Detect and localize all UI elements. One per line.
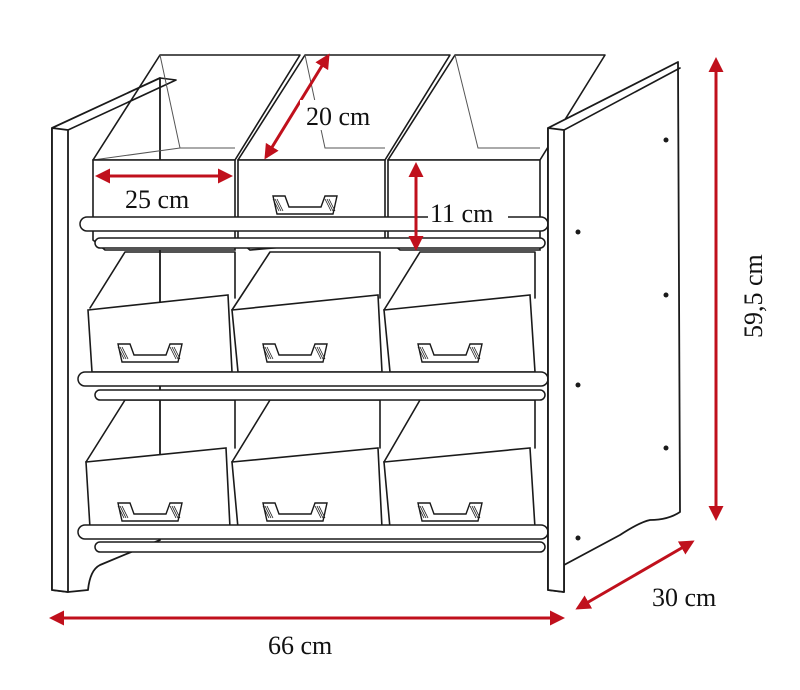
screw-hole [663,292,669,298]
bin-depth-arrow [264,53,330,160]
screw-hole [575,535,581,541]
bin-handles [117,195,483,522]
bin-handle [262,502,328,522]
bin-handle [117,343,183,363]
total-height-label: 59,5 cm [739,254,768,338]
total-depth-arrow [575,540,695,610]
screw-hole [575,382,581,388]
total-depth-label: 30 cm [652,583,716,612]
bin-height-label: 11 cm [430,199,493,228]
screw-hole [663,137,669,143]
bin-handle [417,502,483,522]
bin-depth-label: 20 cm [306,102,370,131]
dimension-arrows [49,53,724,626]
bin-handle [272,195,338,215]
bin-row-bottom [85,399,536,529]
bin-handle [417,343,483,363]
total-width-label: 66 cm [268,631,332,660]
screw-hole [575,229,581,235]
bin-handle [117,502,183,522]
screw-hole [663,445,669,451]
bin-width-label: 25 cm [125,185,189,214]
dimension-labels: 25 cm 20 cm 11 cm 59,5 cm 30 cm 66 cm [120,100,768,660]
bin-handle [262,343,328,363]
right-side-panel [547,61,681,593]
